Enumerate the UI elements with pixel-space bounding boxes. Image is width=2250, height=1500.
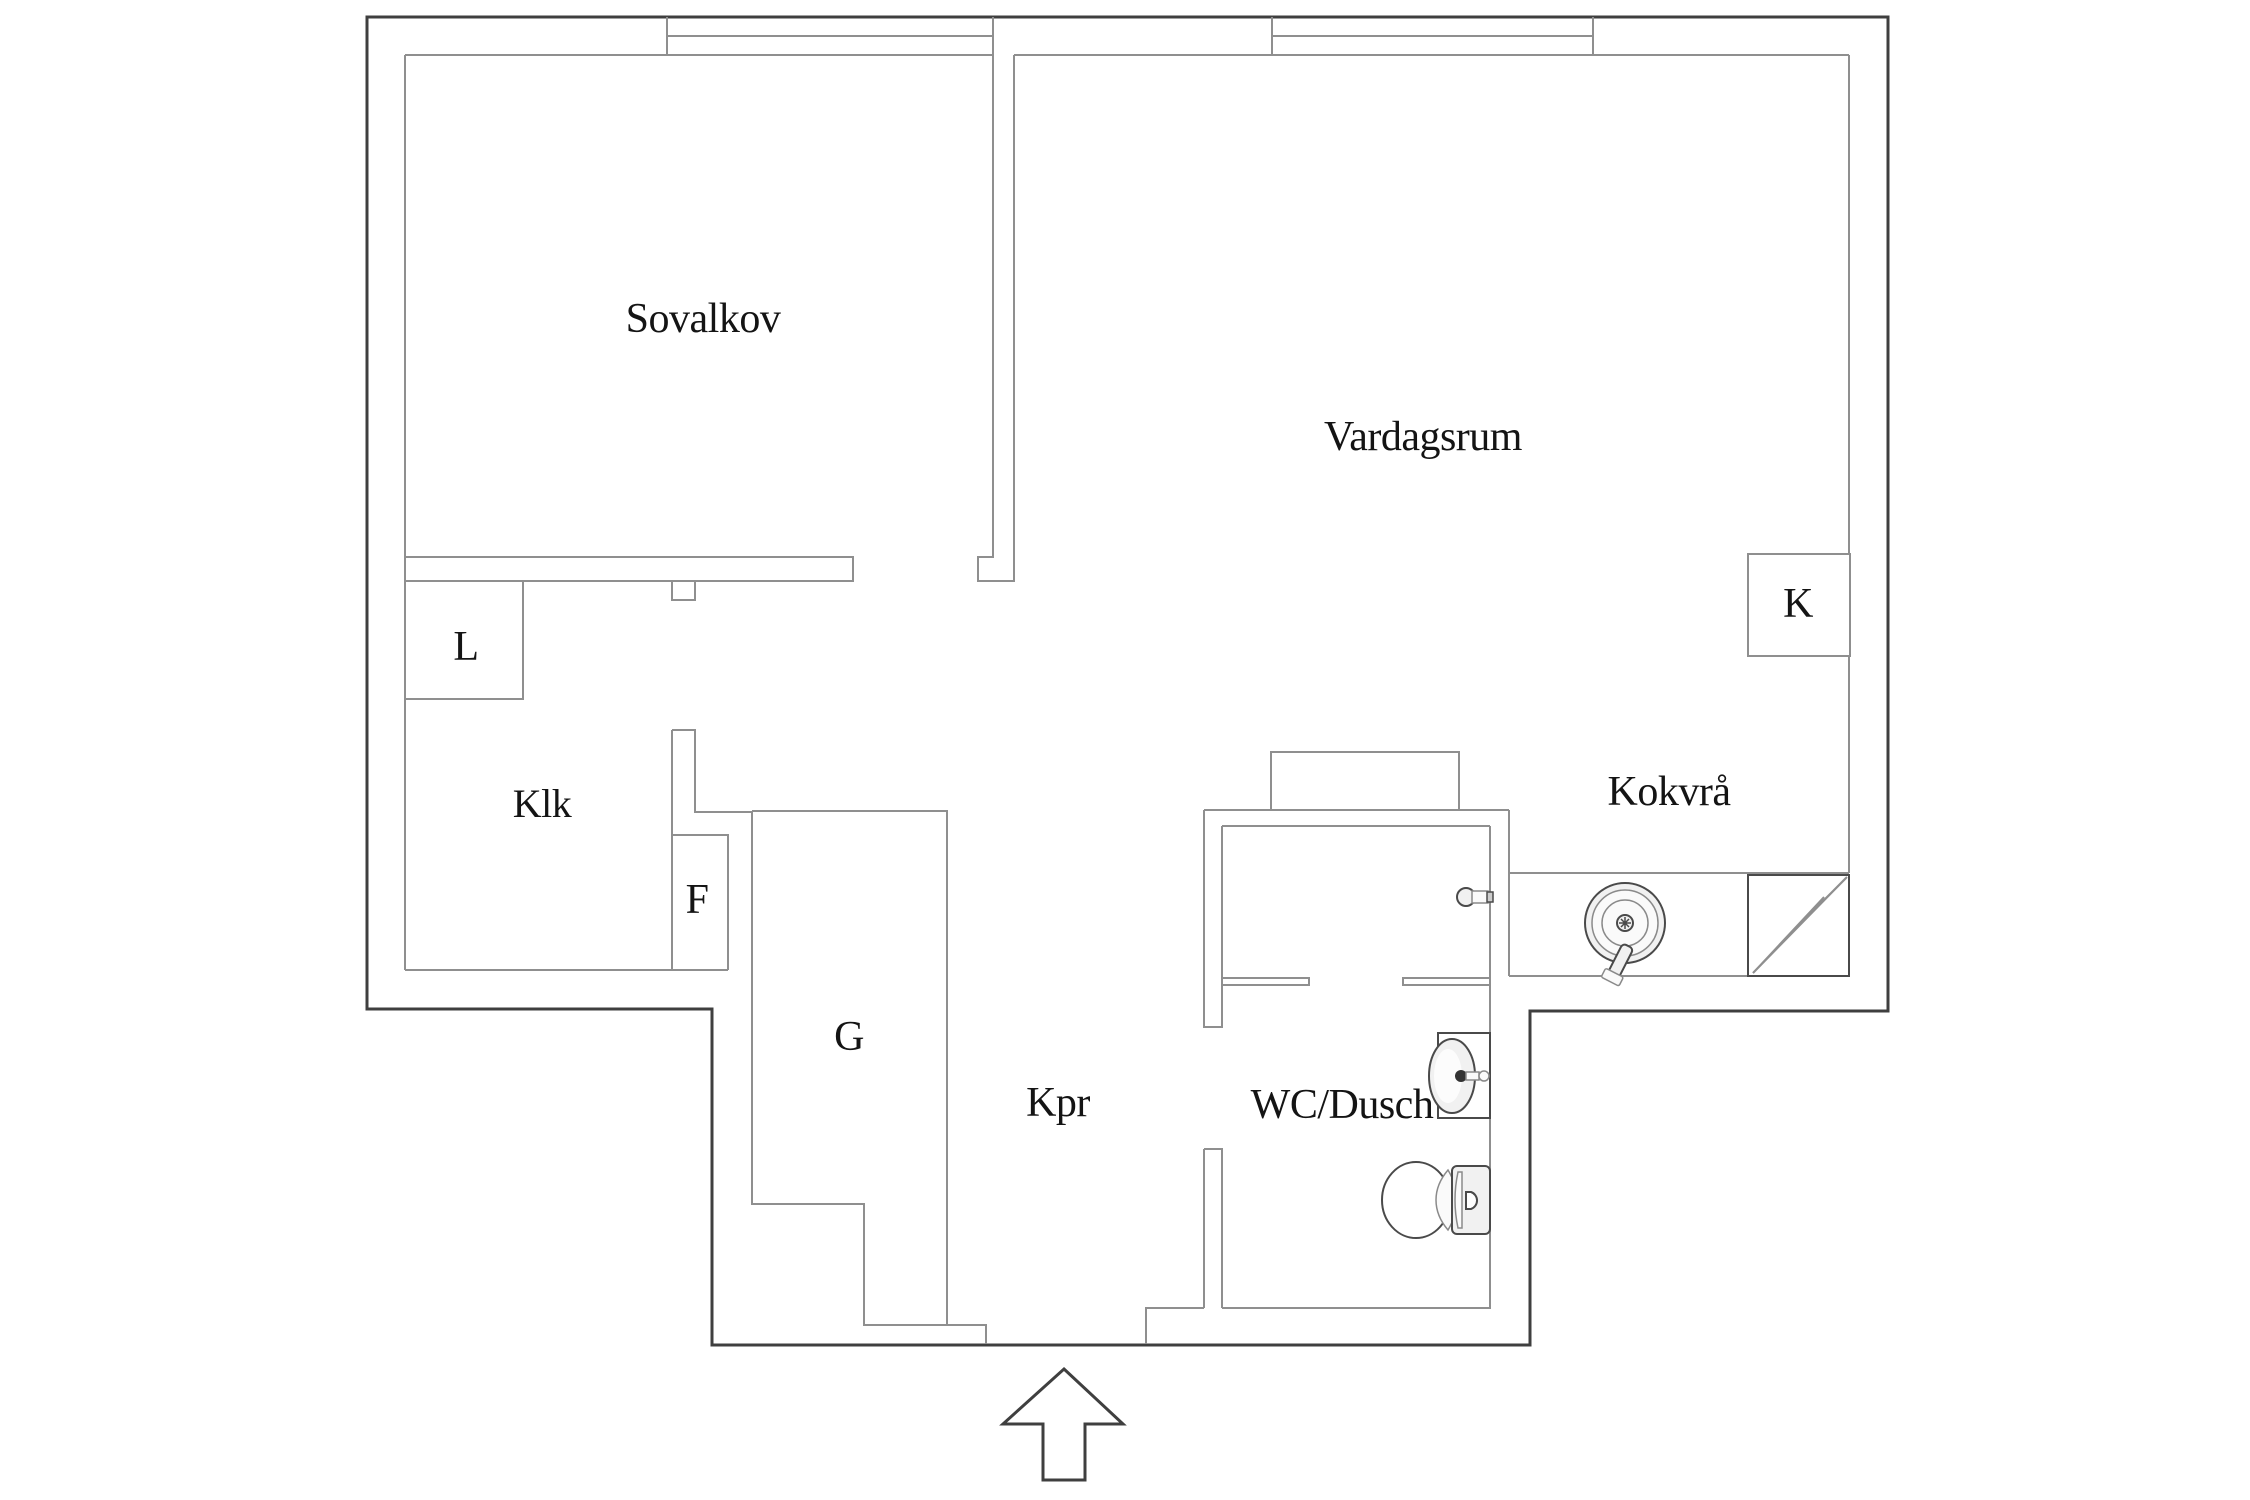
room-label-kokvra: Kokvrå	[1608, 769, 1732, 815]
shower-partition-wall	[1402, 977, 1491, 986]
room-label-vardagsrum: Vardagsrum	[1324, 414, 1523, 460]
shower-tap-icon	[1456, 887, 1494, 907]
closet-label-l: L	[453, 624, 478, 670]
closet-label-k: K	[1783, 581, 1813, 627]
room-label-klk: Klk	[513, 781, 572, 826]
room-label-wc-dusch: WC/Dusch	[1251, 1082, 1434, 1128]
toilet-icon	[1381, 1161, 1491, 1239]
shower-partition-wall	[1221, 977, 1310, 986]
interior-wall-faces	[404, 54, 1850, 970]
window	[666, 17, 994, 55]
closet-label-f: F	[686, 877, 709, 923]
window	[1271, 17, 1594, 55]
exterior-wall	[365, 15, 1890, 1347]
duct-shaft	[1270, 751, 1460, 811]
room-label-sovalkov: Sovalkov	[626, 296, 781, 342]
entrance-arrow-icon	[999, 1366, 1127, 1482]
entry-door-jamb	[1145, 1307, 1204, 1344]
sovalkov-bottom-wall	[405, 556, 854, 601]
room-label-kpr: Kpr	[1026, 1080, 1090, 1126]
fridge-icon	[1747, 874, 1850, 977]
stove-icon	[1584, 882, 1666, 987]
closet-f-outline	[672, 834, 729, 970]
closet-l-outline	[405, 581, 524, 700]
sink-icon	[1428, 1032, 1491, 1119]
closet-g-outline	[751, 810, 987, 1344]
kitchen-cabinet-k	[1747, 553, 1851, 657]
partition-wall-sovalkov-vardagsrum	[977, 55, 1015, 582]
closet-label-g: G	[834, 1014, 864, 1060]
klk-walls	[405, 729, 752, 971]
